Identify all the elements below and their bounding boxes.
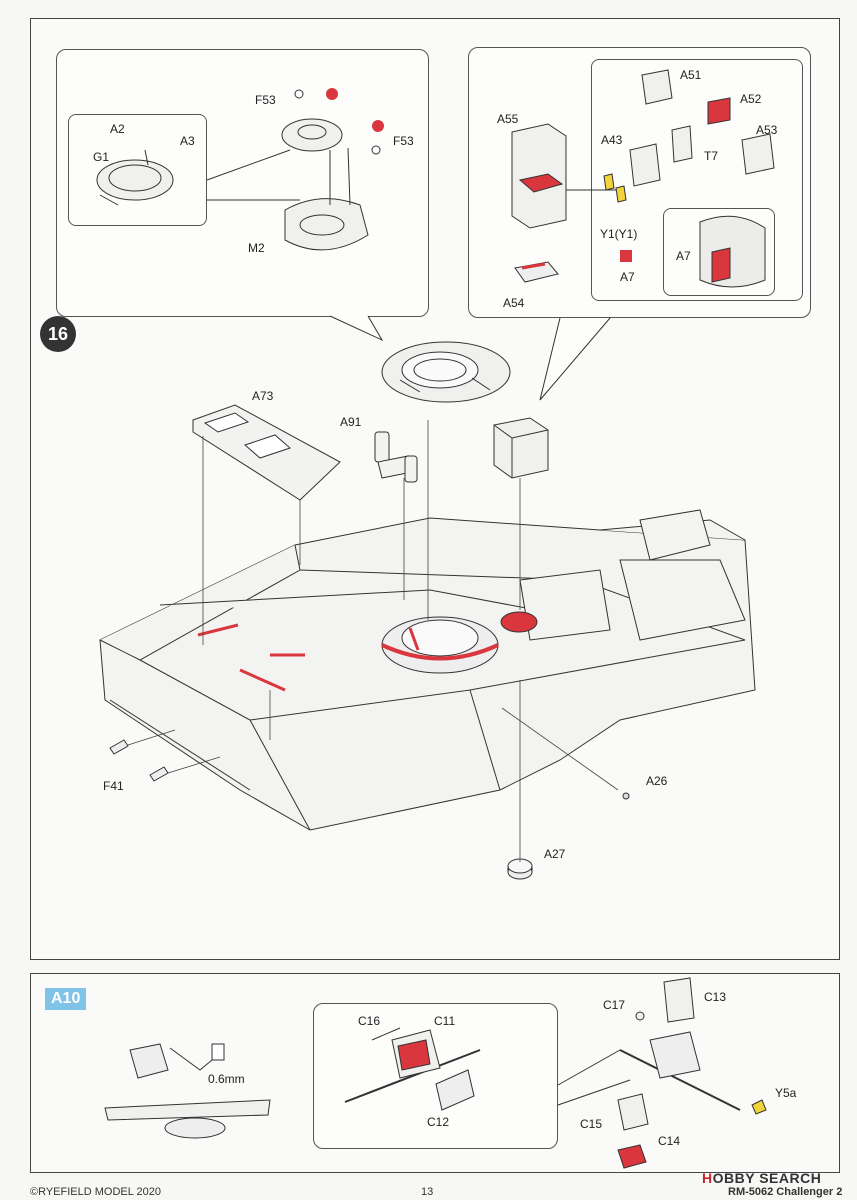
label-c14: C14 <box>658 1134 681 1148</box>
hatch-cover-drawing <box>96 88 384 251</box>
label-y5a: Y5a <box>775 1086 797 1100</box>
product-code: RM-5062 Challenger 2 <box>728 1186 843 1198</box>
label-a27: A27 <box>544 847 566 861</box>
label-g1: G1 <box>93 150 110 164</box>
label-a7-inset: A7 <box>676 249 691 263</box>
label-t7: T7 <box>704 149 719 163</box>
f41-part-b <box>149 766 169 782</box>
a10-tag-text: A10 <box>51 990 81 1007</box>
label-a7-small: A7 <box>620 270 635 284</box>
step-number-badge: 16 <box>40 316 76 352</box>
label-a55: A55 <box>497 112 519 126</box>
label-f53-top: F53 <box>255 93 276 107</box>
sight-box-part <box>493 417 549 479</box>
watermark-h: H <box>702 1170 713 1186</box>
a10-tag: A10 <box>45 988 87 1010</box>
label-thickness-note: 0.6mm <box>208 1072 245 1086</box>
box-drawing <box>511 69 775 288</box>
label-m2: M2 <box>248 241 265 255</box>
f41-part-a <box>109 739 129 755</box>
label-a52: A52 <box>740 92 762 106</box>
callout-hatch <box>329 315 384 342</box>
label-c16: C16 <box>358 1014 381 1028</box>
hull <box>99 509 756 831</box>
label-c13: C13 <box>704 990 727 1004</box>
a73-plate <box>192 404 341 501</box>
label-y1: Y1(Y1) <box>600 227 638 241</box>
label-c15: C15 <box>580 1117 603 1131</box>
label-c11: C11 <box>434 1014 456 1028</box>
step-number: 16 <box>47 323 69 344</box>
hatch-ring-part <box>381 341 511 403</box>
label-c12: C12 <box>427 1115 450 1129</box>
a91-part <box>374 431 418 483</box>
label-a3: A3 <box>180 134 195 148</box>
page-number: 13 <box>421 1186 434 1198</box>
label-f41: F41 <box>103 779 124 793</box>
label-a91: A91 <box>340 415 362 429</box>
label-f53-right: F53 <box>393 134 414 148</box>
label-a26: A26 <box>646 774 668 788</box>
watermark-logo: HOBBY SEARCH <box>702 1170 821 1186</box>
machine-gun-detail-panel <box>313 1003 558 1149</box>
label-a54: A54 <box>503 296 525 310</box>
label-c17: C17 <box>603 998 626 1012</box>
label-a53: A53 <box>756 123 778 137</box>
callout-box <box>539 317 611 401</box>
copyright: ©RYEFIELD MODEL 2020 <box>30 1186 161 1198</box>
label-a2: A2 <box>110 122 125 136</box>
red-markers <box>197 623 420 692</box>
label-a51: A51 <box>680 68 702 82</box>
a10-drawings <box>104 977 767 1169</box>
watermark-text: OBBY SEARCH <box>712 1170 822 1186</box>
label-a73: A73 <box>252 389 274 403</box>
label-a43: A43 <box>601 133 623 147</box>
a26-part <box>622 792 630 800</box>
